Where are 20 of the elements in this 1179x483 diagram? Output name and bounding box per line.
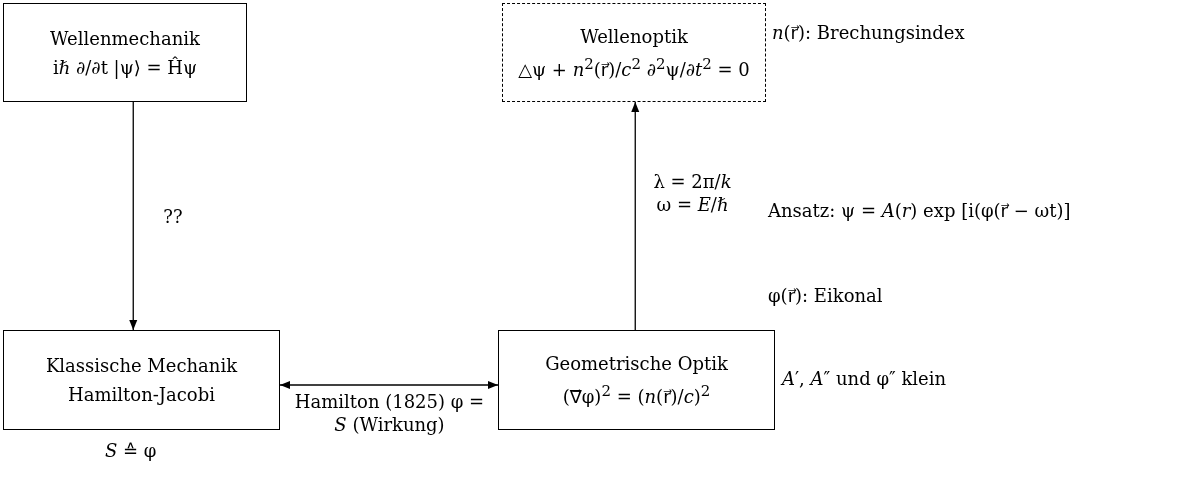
note: φ(r⃗): Eikonal (768, 285, 883, 306)
node-annotation: S ≙ φ (105, 440, 157, 461)
equation: (∇⃗φ)$^{2}$ = (n(r⃗)/c)$^{2}$ (562, 382, 711, 407)
process-box (498, 330, 775, 430)
arrow (129, 101, 138, 331)
process-box (502, 3, 766, 102)
node-annotation: n(r⃗): Brechungsindex (772, 22, 965, 43)
equation: Hamilton-Jacobi (68, 384, 215, 405)
box-title: Geometrische Optik (545, 353, 728, 374)
arrow (631, 101, 640, 331)
box-title: Wellenmechanik (50, 27, 200, 49)
equation: △ψ + n$^{2}$(r⃗)/c$^{2}$ ∂$^{2}$ψ/∂t$^{2}$ = 0 (518, 54, 750, 80)
process-box (3, 3, 247, 102)
node-annotation: A′, A″ und φ″ klein (782, 368, 947, 389)
arrow (279, 381, 499, 389)
process-box (3, 330, 280, 430)
box-title: Klassische Mechanik (45, 355, 238, 376)
note: Ansatz: ψ = A(r) exp [i(φ(r⃗ − ωt)] (768, 200, 1071, 221)
box-title: Wellenoptik (580, 25, 688, 47)
equation: iℏ ∂/∂t |ψ⟩ = Ĥψ (52, 56, 198, 78)
